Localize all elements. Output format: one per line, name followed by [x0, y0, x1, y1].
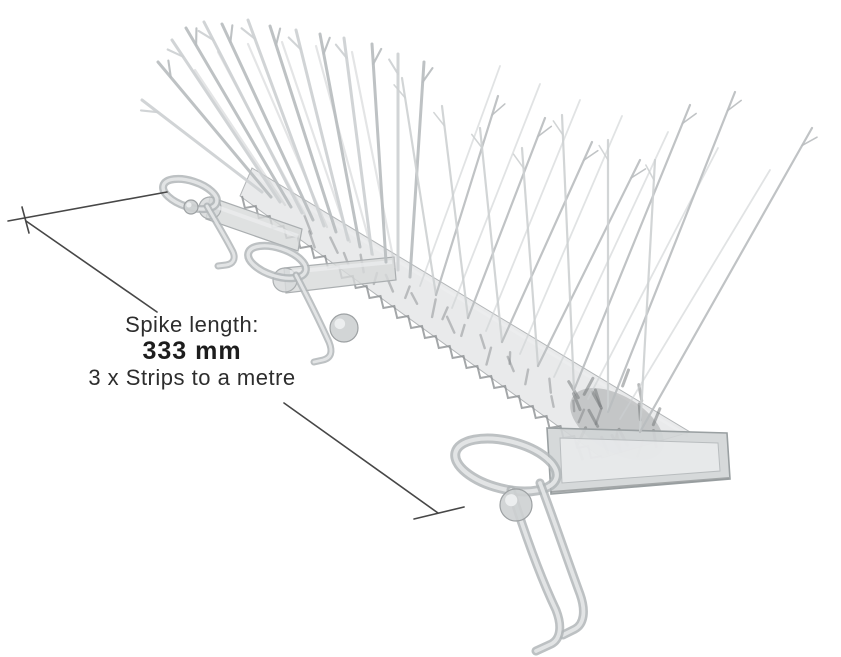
callout-strips-per-metre: 3 x Strips to a metre [88, 365, 296, 390]
clip-rail-bars [198, 196, 397, 294]
callout-spike-length-value: 333 mm [142, 337, 242, 365]
spike-strip-base [239, 167, 692, 461]
dimension-leader-lines [7, 191, 465, 520]
strip-end-cap [546, 427, 731, 495]
callout-spike-length-label: Spike length: [125, 312, 259, 337]
spike-fan [139, 18, 818, 434]
dimension-callout: Spike length: 333 mm 3 x Strips to a met… [62, 312, 322, 391]
mounting-clips [159, 174, 588, 656]
